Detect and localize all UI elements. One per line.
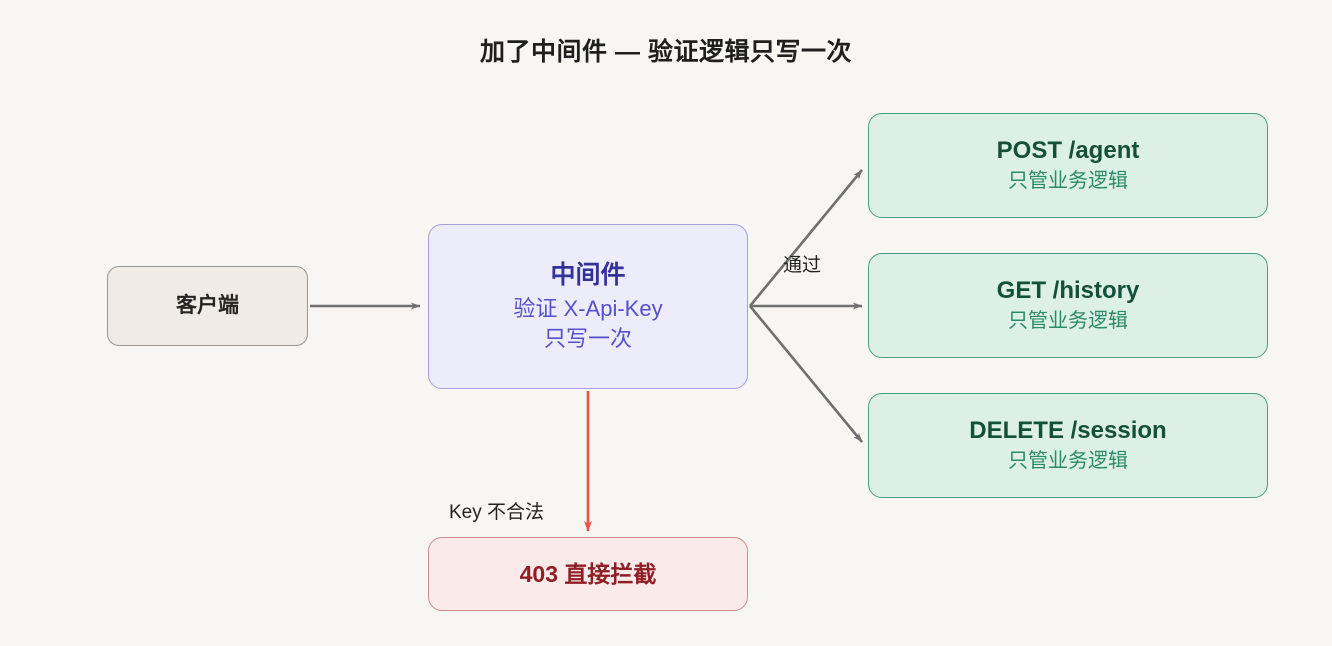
edge-label-invalid-key: Key 不合法 bbox=[449, 502, 545, 523]
edge-middleware-to-delete-session bbox=[748, 305, 864, 443]
node-middleware[interactable]: 中间件 验证 X-Api-Key 只写一次 bbox=[428, 224, 748, 389]
node-endpoint-delete-session-subtitle: 只管业务逻辑 bbox=[1008, 450, 1128, 472]
edge-label-pass: 通过 bbox=[783, 255, 822, 276]
node-endpoint-post-agent-subtitle: 只管业务逻辑 bbox=[1008, 170, 1128, 192]
node-error-403[interactable]: 403 直接拦截 bbox=[428, 537, 748, 611]
node-middleware-subtitle-1: 验证 X-Api-Key bbox=[513, 295, 663, 321]
node-client-title: 客户端 bbox=[176, 293, 239, 317]
node-endpoint-delete-session-title: DELETE /session bbox=[969, 417, 1167, 444]
node-endpoint-post-agent-title: POST /agent bbox=[996, 137, 1140, 164]
node-endpoint-post-agent[interactable]: POST /agent 只管业务逻辑 bbox=[868, 113, 1268, 218]
edge-middleware-to-post-agent bbox=[748, 169, 864, 307]
page-title: 加了中间件 — 验证逻辑只写一次 bbox=[480, 38, 852, 66]
node-endpoint-get-history-title: GET /history bbox=[996, 277, 1140, 304]
node-endpoint-get-history-subtitle: 只管业务逻辑 bbox=[1008, 310, 1128, 332]
node-error-403-title: 403 直接拦截 bbox=[519, 560, 657, 587]
node-endpoint-get-history[interactable]: GET /history 只管业务逻辑 bbox=[868, 253, 1268, 358]
node-middleware-subtitle-2: 只写一次 bbox=[543, 325, 632, 351]
node-middleware-title: 中间件 bbox=[550, 260, 626, 289]
node-client[interactable]: 客户端 bbox=[107, 266, 308, 346]
node-endpoint-delete-session[interactable]: DELETE /session 只管业务逻辑 bbox=[868, 393, 1268, 498]
